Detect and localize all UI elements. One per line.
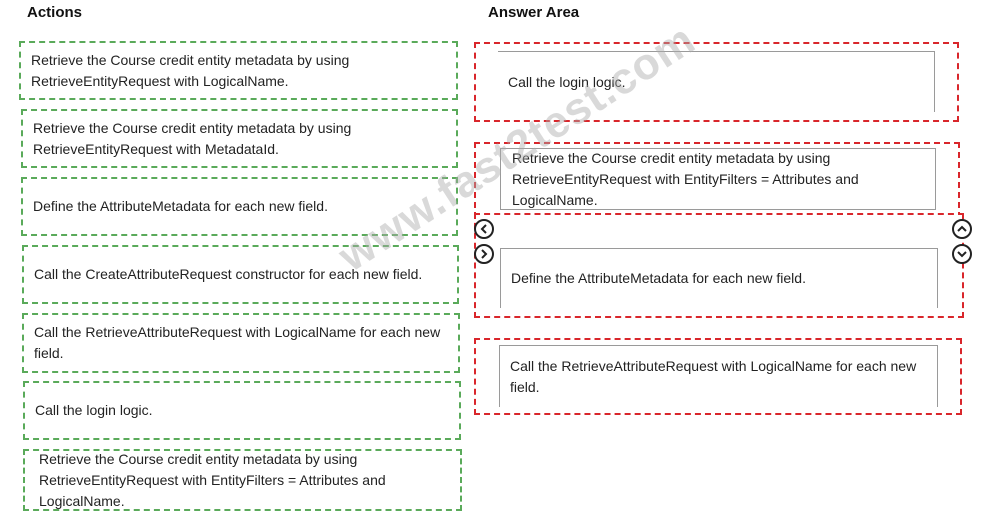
action-item-label: Call the CreateAttributeRequest construc… xyxy=(34,266,423,282)
move-down-button[interactable] xyxy=(952,244,972,264)
action-item[interactable]: Call the RetrieveAttributeRequest with L… xyxy=(22,313,460,373)
action-item-label: Call the login logic. xyxy=(35,402,153,418)
move-right-button[interactable] xyxy=(474,244,494,264)
action-item-label: Retrieve the Course credit entity metada… xyxy=(33,119,352,157)
answer-card-label: Call the RetrieveAttributeRequest with L… xyxy=(510,357,917,395)
action-item[interactable]: Call the login logic. xyxy=(23,381,461,440)
action-item[interactable]: Retrieve the Course credit entity metada… xyxy=(23,449,462,511)
chevron-left-icon xyxy=(480,224,487,234)
action-item[interactable]: Retrieve the Course credit entity metada… xyxy=(21,109,458,168)
answer-area-heading: Answer Area xyxy=(488,4,580,21)
chevron-up-icon xyxy=(957,225,967,232)
move-up-button[interactable] xyxy=(952,219,972,239)
action-item-label: Retrieve the Course credit entity metada… xyxy=(39,450,386,509)
action-item-label: Retrieve the Course credit entity metada… xyxy=(31,51,350,89)
chevron-right-icon xyxy=(481,249,488,259)
answer-card-label: Call the login logic. xyxy=(508,73,626,90)
action-item-label: Call the RetrieveAttributeRequest with L… xyxy=(34,324,441,361)
chevron-down-icon xyxy=(957,251,967,258)
move-left-button[interactable] xyxy=(474,219,494,239)
actions-heading: Actions xyxy=(27,4,83,21)
answer-card-label: Define the AttributeMetadata for each ne… xyxy=(511,270,806,286)
action-item[interactable]: Call the CreateAttributeRequest construc… xyxy=(22,245,459,304)
action-item[interactable]: Define the AttributeMetadata for each ne… xyxy=(21,177,458,236)
action-item-label: Define the AttributeMetadata for each ne… xyxy=(33,198,328,214)
answer-card[interactable]: Retrieve the Course credit entity metada… xyxy=(500,148,936,210)
answer-card[interactable]: Define the AttributeMetadata for each ne… xyxy=(500,248,938,308)
answer-card[interactable]: Call the RetrieveAttributeRequest with L… xyxy=(499,345,938,407)
answer-card[interactable]: Call the login logic. xyxy=(498,51,935,112)
answer-card-label: Retrieve the Course credit entity metada… xyxy=(512,149,859,208)
action-item[interactable]: Retrieve the Course credit entity metada… xyxy=(19,41,458,100)
